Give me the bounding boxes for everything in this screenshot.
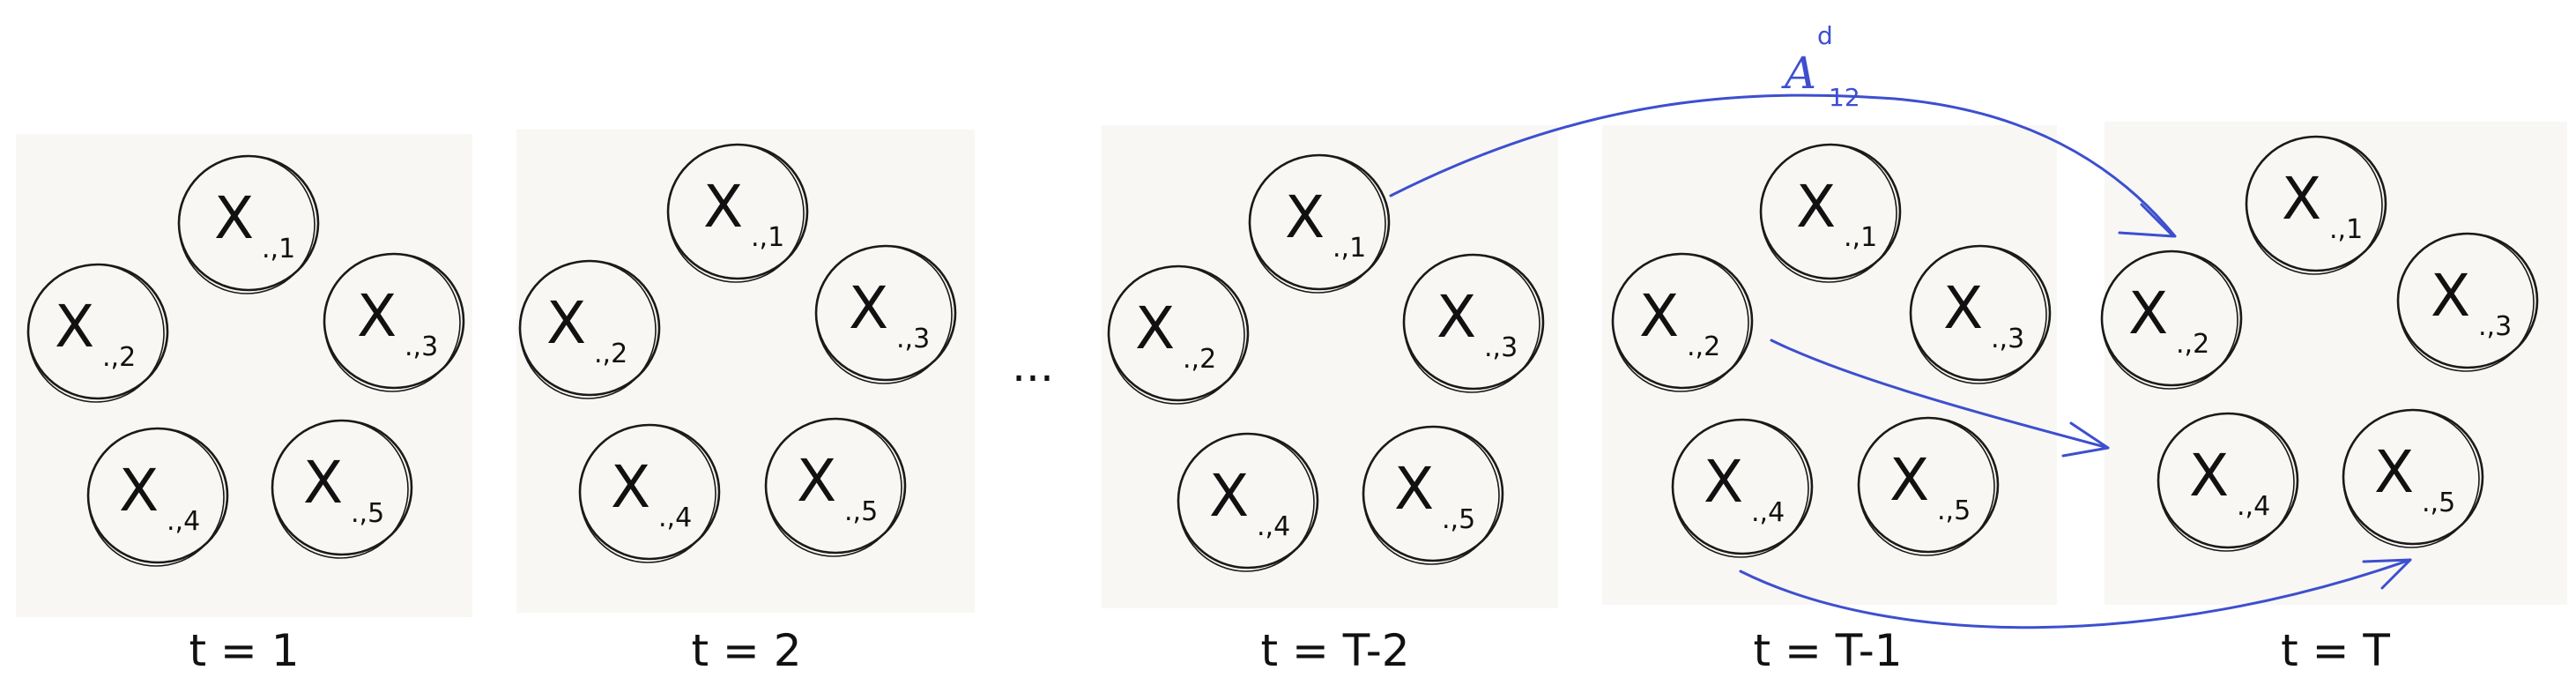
svg-text:X: X	[1394, 455, 1434, 523]
svg-text:.,2: .,2	[594, 339, 627, 369]
svg-text:.,1: .,1	[1844, 222, 1877, 253]
time-label: t = 1	[189, 625, 299, 676]
svg-text:X: X	[55, 293, 94, 361]
node-x4: X .,4	[2157, 412, 2299, 552]
node-x5: X .,5	[764, 417, 907, 557]
time-label: t = T	[2281, 625, 2390, 676]
panel-background	[1102, 125, 1558, 608]
node-x1: X .,1	[1248, 153, 1391, 294]
edge-x2-to-x4	[1770, 339, 2110, 458]
node-x3: X .,3	[814, 244, 957, 384]
svg-text:X: X	[1704, 448, 1743, 516]
svg-text:X: X	[1889, 446, 1929, 514]
node-x4: X .,4	[1177, 432, 1319, 572]
panel-t2: X .,1 X .,2 X .,3 X .,4 X .,5 t = 2	[516, 130, 975, 676]
svg-text:.,4: .,4	[167, 506, 200, 537]
node-x5: X .,5	[1857, 416, 2000, 556]
node-x5: X .,5	[2342, 408, 2484, 548]
edge-x4-to-x5	[1739, 558, 2412, 629]
edge-label: A d 12	[1781, 21, 1860, 112]
node-x1: X .,1	[2245, 135, 2387, 275]
svg-text:X: X	[797, 447, 836, 515]
time-label: t = 2	[691, 625, 801, 676]
svg-text:.,1: .,1	[751, 222, 784, 253]
svg-text:12: 12	[1829, 83, 1860, 112]
svg-text:X: X	[1943, 274, 1983, 342]
svg-text:X: X	[357, 282, 397, 350]
svg-text:.,5: .,5	[1442, 504, 1475, 535]
svg-text:.,1: .,1	[2329, 214, 2363, 245]
ellipsis: ...	[1012, 340, 1054, 391]
panel-t1: X .,1 X .,2 X .,3 X .,4 X .,5 t = 1	[16, 134, 472, 676]
svg-text:.,2: .,2	[102, 342, 136, 373]
svg-text:.,3: .,3	[1991, 324, 2024, 354]
svg-text:.,5: .,5	[844, 496, 878, 527]
svg-text:X: X	[546, 289, 586, 357]
svg-text:.,3: .,3	[2478, 311, 2512, 342]
node-x5: X .,5	[271, 419, 413, 559]
time-label: t = T-1	[1753, 625, 1902, 676]
svg-text:.,4: .,4	[2237, 491, 2270, 522]
svg-text:.,5: .,5	[2422, 488, 2455, 518]
svg-text:.,3: .,3	[405, 331, 438, 362]
node-x4: X .,4	[86, 427, 229, 567]
node-x3: X .,3	[2396, 232, 2539, 372]
svg-text:X: X	[2128, 279, 2168, 347]
node-x2: X .,2	[26, 263, 169, 403]
node-x4: X .,4	[578, 423, 721, 563]
node-x2: X .,2	[2100, 249, 2243, 390]
node-x3: X .,3	[323, 252, 465, 392]
node-x3: X .,3	[1909, 244, 2052, 384]
svg-text:.,2: .,2	[1183, 344, 1216, 375]
svg-text:X: X	[2374, 438, 2414, 506]
svg-text:X: X	[2431, 262, 2470, 330]
svg-text:.,2: .,2	[1687, 331, 1720, 362]
svg-text:.,4: .,4	[1257, 511, 1290, 542]
svg-text:A: A	[1781, 48, 1816, 99]
svg-text:.,4: .,4	[1751, 497, 1785, 528]
svg-text:X: X	[2189, 442, 2229, 510]
svg-text:X: X	[1796, 173, 1836, 241]
svg-text:.,1: .,1	[262, 234, 295, 264]
node-x5: X .,5	[1362, 425, 1504, 565]
svg-text:X: X	[1209, 462, 1249, 530]
node-x1: X .,1	[666, 143, 809, 283]
svg-text:.,3: .,3	[896, 324, 930, 354]
node-x2: X .,2	[1611, 252, 1754, 392]
node-x1: X .,1	[1759, 143, 1902, 283]
node-x4: X .,4	[1671, 418, 1814, 558]
svg-text:.,5: .,5	[351, 498, 384, 529]
svg-text:X: X	[611, 453, 650, 521]
node-x1: X .,1	[177, 154, 320, 294]
svg-text:X: X	[2282, 165, 2321, 233]
panel-t-minus-1: X .,1 X .,2 X .,3 X .,4 X .,5 t = T-1	[1602, 125, 2057, 676]
svg-text:X: X	[1639, 282, 1679, 350]
svg-text:X: X	[1135, 294, 1175, 362]
svg-text:X: X	[119, 457, 159, 525]
node-x2: X .,2	[518, 259, 661, 399]
svg-text:.,5: .,5	[1937, 495, 1971, 526]
svg-text:.,1: .,1	[1333, 233, 1366, 264]
svg-text:X: X	[303, 449, 343, 517]
svg-text:.,4: .,4	[658, 503, 692, 533]
svg-text:X: X	[849, 274, 888, 342]
svg-text:.,3: .,3	[1484, 332, 1518, 363]
node-x3: X .,3	[1402, 253, 1545, 393]
panel-background	[516, 130, 975, 613]
edge-x1-to-x2	[1389, 93, 2177, 238]
svg-text:X: X	[1285, 183, 1325, 251]
panel-background	[16, 134, 472, 617]
svg-text:X: X	[1436, 283, 1476, 351]
node-x2: X .,2	[1107, 264, 1250, 405]
svg-text:d: d	[1817, 21, 1833, 50]
svg-text:X: X	[214, 184, 254, 252]
svg-text:X: X	[703, 173, 743, 241]
panel-t-minus-2: X .,1 X .,2 X .,3 X .,4 X .,5 t = T-2	[1102, 125, 1558, 676]
panel-t-T: X .,1 X .,2 X .,3 X .,4 X .,5 t = T	[2100, 122, 2567, 676]
time-label: t = T-2	[1260, 625, 1409, 676]
svg-text:.,2: .,2	[2176, 329, 2209, 360]
